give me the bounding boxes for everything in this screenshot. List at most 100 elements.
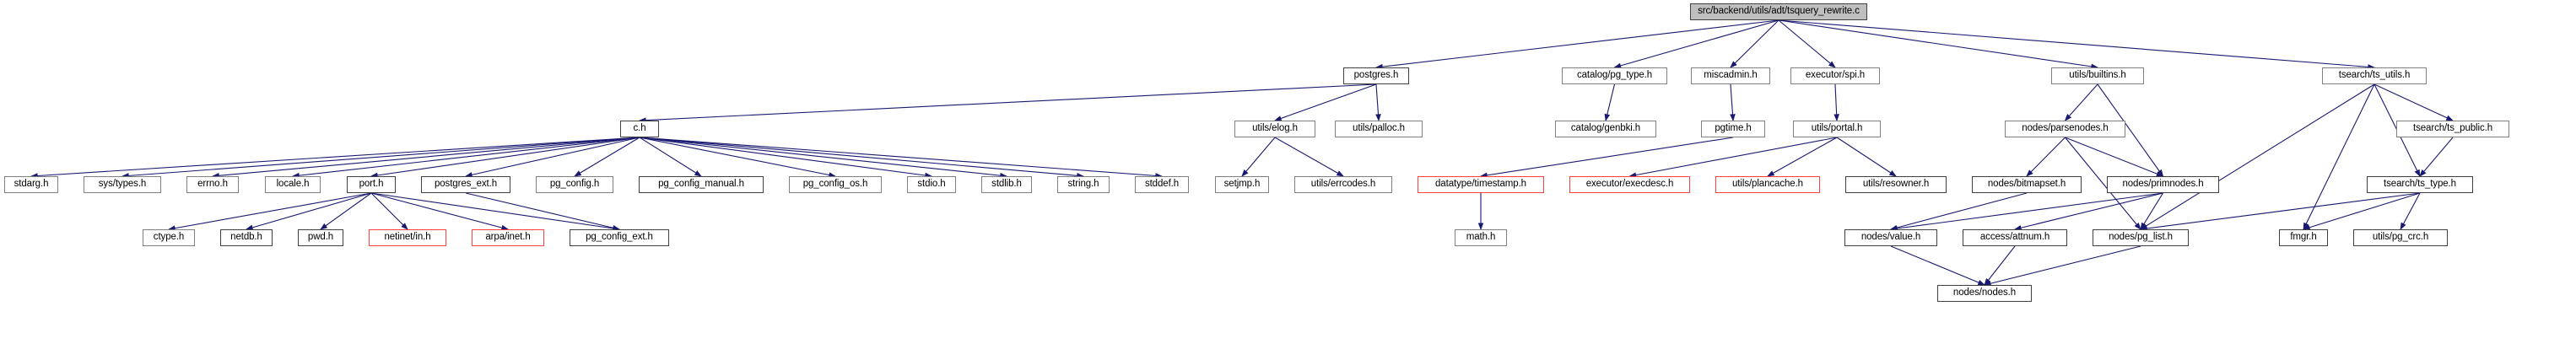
graph-node-label: tsearch/ts_type.h (2384, 179, 2456, 190)
graph-node[interactable]: string.h (1057, 176, 1110, 193)
graph-node[interactable]: miscadmin.h (1691, 67, 1770, 84)
graph-node-label: errno.h (197, 179, 228, 190)
graph-edge (1604, 83, 1616, 122)
graph-edge (2400, 192, 2421, 230)
graph-node[interactable]: pg_config.h (536, 176, 613, 193)
graph-node-label: miscadmin.h (1704, 70, 1758, 81)
graph-edge (2140, 83, 2375, 230)
graph-node-label: src/backend/utils/adt/tsquery_rewrite.c (1698, 6, 1860, 17)
graph-edge (2013, 192, 2163, 231)
graph-edge (2140, 192, 2163, 230)
graph-node-label: catalog/pg_type.h (1576, 70, 1653, 81)
graph-edge (2373, 83, 2454, 121)
graph-node-label: pg_config_ext.h (586, 232, 653, 243)
graph-edge (2139, 192, 2421, 232)
graph-node[interactable]: postgres_ext.h (421, 176, 510, 193)
graph-node[interactable]: pg_config_manual.h (639, 176, 764, 193)
graph-node[interactable]: stdio.h (907, 176, 956, 193)
graph-node[interactable]: utils/resowner.h (1845, 176, 1947, 193)
graph-edge (1983, 245, 2141, 287)
graph-node[interactable]: nodes/bitmapset.h (1972, 176, 2082, 193)
graph-node[interactable]: tsearch/ts_utils.h (2322, 67, 2427, 84)
graph-edge (1613, 19, 1779, 69)
graph-node[interactable]: postgres.h (1343, 67, 1409, 84)
graph-edge (1628, 137, 1838, 178)
graph-node[interactable]: nodes/value.h (1844, 229, 1937, 246)
graph-edge (2064, 83, 2098, 121)
graph-edge (1889, 192, 2163, 232)
graph-edge (639, 137, 1164, 179)
graph-node[interactable]: pg_config_os.h (789, 176, 882, 193)
graph-node[interactable]: utils/pg_crc.h (2353, 229, 2448, 246)
graph-node[interactable]: access/attnum.h (1963, 229, 2067, 246)
graph-node[interactable]: c.h (620, 121, 659, 137)
graph-edge (1778, 19, 2376, 70)
graph-edge (639, 137, 1085, 179)
graph-node[interactable]: locale.h (265, 176, 321, 193)
graph-node[interactable]: executor/execdesc.h (1569, 176, 1690, 193)
graph-node[interactable]: utils/portal.h (1793, 121, 1881, 137)
graph-node-label: utils/portal.h (1811, 123, 1863, 134)
graph-node[interactable]: pgtime.h (1701, 121, 1765, 137)
graph-node[interactable]: tsearch/ts_public.h (2396, 121, 2509, 137)
graph-node-label: locale.h (276, 179, 310, 190)
graph-edge (1479, 137, 1734, 179)
graph-node-label: tsearch/ts_utils.h (2338, 70, 2411, 81)
graph-node[interactable]: datatype/timestamp.h (1418, 176, 1544, 193)
graph-node[interactable]: pg_config_ext.h (570, 229, 669, 246)
graph-node-label: pgtime.h (1715, 123, 1752, 134)
graph-node[interactable]: catalog/pg_type.h (1562, 67, 1667, 84)
graph-edge (211, 137, 640, 179)
graph-node-label: sys/types.h (98, 179, 147, 190)
graph-node[interactable]: utils/errcodes.h (1294, 176, 1392, 193)
graph-edge (370, 137, 640, 179)
graph-node[interactable]: stddef.h (1135, 176, 1189, 193)
graph-node-label: executor/spi.h (1805, 70, 1866, 81)
graph-node[interactable]: errno.h (186, 176, 239, 193)
graph-node[interactable]: utils/palloc.h (1335, 121, 1423, 137)
graph-node-label: nodes/primnodes.h (2122, 179, 2204, 190)
graph-node-label: string.h (1067, 179, 1099, 190)
graph-node[interactable]: nodes/nodes.h (1937, 285, 2032, 302)
graph-node[interactable]: netdb.h (220, 229, 273, 246)
graph-node-label: fmgr.h (2290, 232, 2317, 243)
graph-node[interactable]: stdlib.h (981, 176, 1032, 193)
graph-node-label: postgres.h (1353, 70, 1399, 81)
graph-node[interactable]: sys/types.h (84, 176, 161, 193)
graph-node-root[interactable]: src/backend/utils/adt/tsquery_rewrite.c (1690, 3, 1867, 20)
graph-node[interactable]: utils/plancache.h (1715, 176, 1820, 193)
graph-node-label: math.h (1466, 232, 1496, 243)
graph-node[interactable]: math.h (1455, 229, 1507, 246)
graph-node[interactable]: tsearch/ts_type.h (2367, 176, 2473, 193)
graph-node-label: setjmp.h (1223, 179, 1261, 190)
graph-node[interactable]: netinet/in.h (369, 229, 446, 246)
graph-node-label: nodes/value.h (1860, 232, 1921, 243)
graph-node-label: nodes/bitmapset.h (1987, 179, 2066, 190)
graph-node[interactable]: utils/elog.h (1234, 121, 1315, 137)
graph-edge (1374, 19, 1779, 70)
graph-node[interactable]: nodes/parsenodes.h (2005, 121, 2125, 137)
graph-node[interactable]: catalog/genbki.h (1555, 121, 1656, 137)
graph-node[interactable]: fmgr.h (2279, 229, 2328, 246)
graph-node[interactable]: nodes/primnodes.h (2107, 176, 2219, 193)
graph-node[interactable]: ctype.h (143, 229, 195, 246)
graph-edge (245, 192, 372, 231)
graph-node[interactable]: setjmp.h (1215, 176, 1269, 193)
graph-node-label: utils/builtins.h (2069, 70, 2126, 81)
graph-node[interactable]: nodes/pg_list.h (2093, 229, 2189, 246)
graph-edge (1833, 83, 1839, 122)
graph-node-label: netinet/in.h (384, 232, 431, 243)
graph-node-label: catalog/genbki.h (1570, 123, 1641, 134)
graph-edge (2302, 192, 2421, 230)
graph-node[interactable]: stdarg.h (4, 176, 58, 193)
graph-node[interactable]: utils/builtins.h (2051, 67, 2144, 84)
graph-node-label: stdarg.h (14, 179, 49, 190)
graph-node[interactable]: pwd.h (298, 229, 343, 246)
graph-node[interactable]: executor/spi.h (1790, 67, 1880, 84)
graph-node[interactable]: arpa/inet.h (472, 229, 544, 246)
graph-node[interactable]: port.h (347, 176, 396, 193)
graph-edge (639, 137, 702, 177)
graph-edge (1375, 83, 1381, 122)
graph-edge (2026, 137, 2066, 177)
